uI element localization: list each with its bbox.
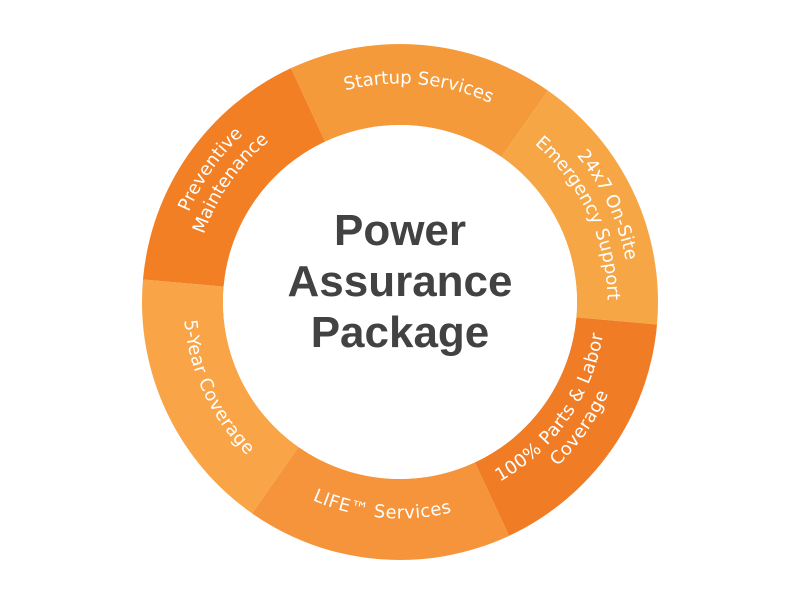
center-title: Power Assurance Package bbox=[250, 205, 550, 358]
segment-life-services bbox=[252, 446, 510, 560]
segment-on-site-emergency-support bbox=[501, 90, 659, 325]
center-title-line-1: Power bbox=[333, 206, 467, 255]
center-title-line-2: Assurance bbox=[287, 257, 513, 306]
segment-parts-labor-coverage bbox=[474, 317, 658, 536]
segment-five-year-coverage bbox=[141, 279, 299, 514]
segment-preventive-maintenance bbox=[142, 68, 326, 287]
segment-startup-services bbox=[290, 43, 548, 158]
center-disc bbox=[223, 125, 577, 479]
ring-segments bbox=[141, 43, 659, 560]
center-title-line-3: Package bbox=[310, 308, 490, 357]
